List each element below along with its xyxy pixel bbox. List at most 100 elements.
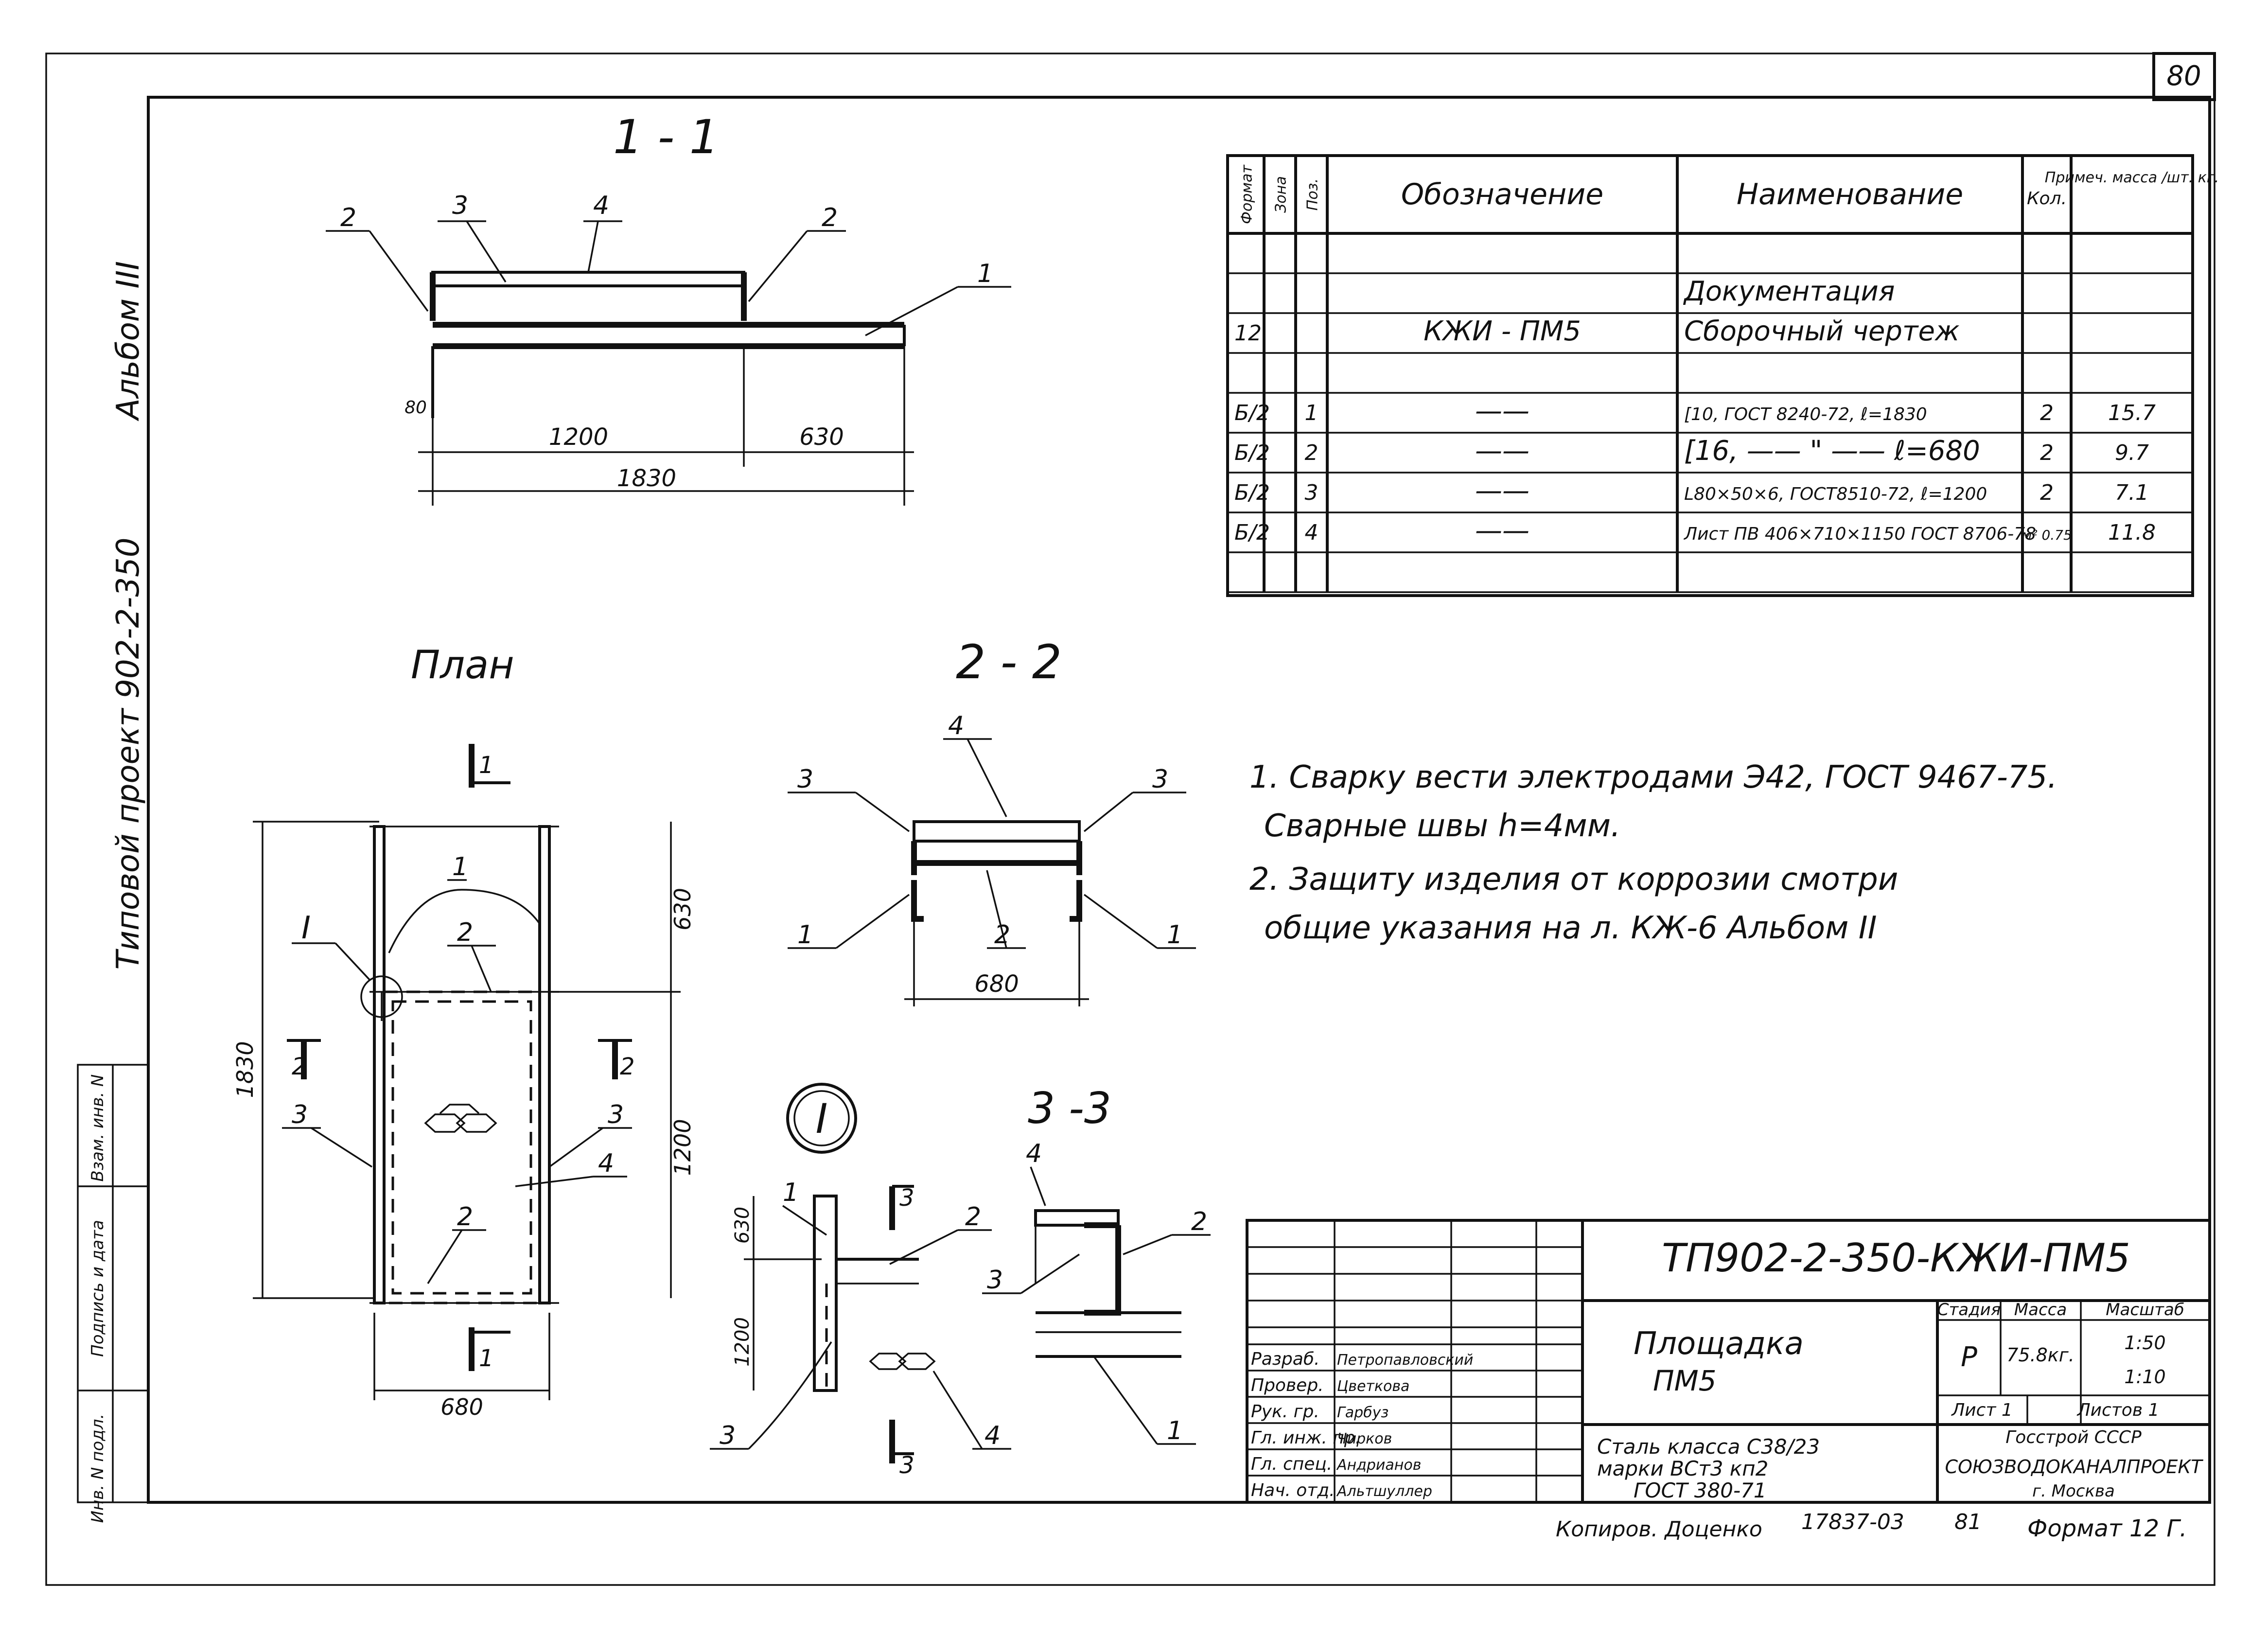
svg-text:2: 2 xyxy=(822,203,838,232)
spec-cell-name: Документация xyxy=(1683,276,1895,307)
svg-text:630: 630 xyxy=(669,888,696,931)
stamp-role: Гл. инж. пр. xyxy=(1251,1428,1361,1448)
svg-text:3: 3 xyxy=(987,1266,1003,1295)
stamp-role: Рук. гр. xyxy=(1251,1402,1319,1422)
spec-header-pos: Поз. xyxy=(1304,178,1321,211)
svg-text:680: 680 xyxy=(440,1394,483,1420)
svg-text:3: 3 xyxy=(292,1100,308,1129)
svg-text:3: 3 xyxy=(720,1421,736,1450)
svg-text:1: 1 xyxy=(479,752,494,779)
svg-text:Стадия: Стадия xyxy=(1937,1300,2001,1320)
side-label-1: Инв. N подл. xyxy=(88,1414,107,1523)
spec-cell-qty: 2 xyxy=(2040,401,2054,425)
svg-text:3: 3 xyxy=(608,1100,624,1129)
node-I-title: I xyxy=(816,1095,828,1143)
svg-text:марки ВСт3 кп2: марки ВСт3 кп2 xyxy=(1597,1457,1768,1480)
svg-text:Листов 1: Листов 1 xyxy=(2076,1400,2160,1420)
plan-title: План xyxy=(411,642,514,687)
stamp-role: Нач. отд. xyxy=(1251,1480,1335,1500)
svg-text:2: 2 xyxy=(1191,1207,1207,1236)
spec-cell-name: L80×50×6, ГОСТ8510-72, ℓ=1200 xyxy=(1684,484,1987,504)
svg-text:1: 1 xyxy=(1167,920,1183,950)
spec-cell-note: 15.7 xyxy=(2108,401,2156,425)
title-block: Разраб.ПетропавловскийПровер.ЦветковаРук… xyxy=(1246,1219,2211,1504)
svg-text:Масштаб: Масштаб xyxy=(2106,1300,2184,1320)
svg-text:4: 4 xyxy=(593,191,609,220)
svg-text:1200: 1200 xyxy=(669,1119,696,1176)
spec-cell-fmt: Б/2 xyxy=(1234,520,1270,545)
svg-text:630: 630 xyxy=(731,1207,754,1244)
svg-text:1: 1 xyxy=(1167,1416,1183,1445)
svg-text:3: 3 xyxy=(899,1184,914,1212)
spec-cell-name: [10, ГОСТ 8240-72, ℓ=1830 xyxy=(1684,405,1927,424)
note-2b: общие указания на л. КЖ-6 Альбом II xyxy=(1264,910,1877,946)
spec-cell-fmt: Б/2 xyxy=(1234,480,1270,505)
spec-cell-pos: 2 xyxy=(1305,440,1319,465)
project-label: Типовой проект 902-2-350 xyxy=(110,538,146,970)
spec-cell-des: —— xyxy=(1475,475,1530,507)
svg-text:3: 3 xyxy=(899,1452,914,1479)
spec-cell-name: [16, —— " —— ℓ=680 xyxy=(1684,435,1980,467)
spec-header-zone: Зона xyxy=(1273,176,1290,213)
svg-text:Р: Р xyxy=(1961,1341,1977,1373)
svg-text:2: 2 xyxy=(965,1202,981,1232)
svg-text:1830: 1830 xyxy=(617,465,676,492)
footer-inv: 17837-03 xyxy=(1801,1510,1904,1534)
spec-header-note: Примеч. масса /шт. кг. xyxy=(2045,169,2219,186)
svg-text:4: 4 xyxy=(1026,1139,1042,1168)
svg-text:2: 2 xyxy=(340,203,356,232)
general-notes: 1. Сварку вести электродами Э42, ГОСТ 94… xyxy=(1249,759,2057,946)
svg-text:СОЮЗВОДОКАНАЛПРОЕКТ: СОЮЗВОДОКАНАЛПРОЕКТ xyxy=(1945,1456,2203,1478)
sheet-number: 80 xyxy=(2166,60,2201,92)
spec-cell-pos: 1 xyxy=(1305,401,1319,425)
svg-text:I: I xyxy=(301,910,311,946)
stamp-role: Провер. xyxy=(1251,1375,1324,1395)
spec-cell-fmt: 12 xyxy=(1234,321,1262,346)
svg-text:4: 4 xyxy=(948,711,964,740)
spec-cell-note: 7.1 xyxy=(2115,480,2149,505)
stamp-name: Альтшуллер xyxy=(1336,1483,1432,1500)
spec-cell-note: 9.7 xyxy=(2115,440,2149,465)
spec-cell-name: Лист ПВ 406×710×1150 ГОСТ 8706-78 xyxy=(1683,524,2036,544)
spec-cell-des: КЖИ - ПМ5 xyxy=(1424,316,1581,347)
svg-text:Масса: Масса xyxy=(2014,1300,2067,1320)
section-3-3: 3 -3 4 2 3 1 xyxy=(982,1083,1211,1445)
side-label-2: Подпись и дата xyxy=(88,1220,107,1357)
section-1-1-title: 1 - 1 xyxy=(613,110,719,164)
spec-cell-qty: 2 xyxy=(2040,440,2054,465)
svg-text:1:50: 1:50 xyxy=(2124,1332,2165,1354)
svg-text:1:10: 1:10 xyxy=(2124,1366,2165,1388)
svg-text:680: 680 xyxy=(974,970,1019,998)
album-label: Альбом III xyxy=(110,261,146,422)
spec-header-name: Наименование xyxy=(1737,177,1963,211)
svg-text:Сталь класса С38/23: Сталь класса С38/23 xyxy=(1597,1435,1820,1459)
spec-header-des: Обозначение xyxy=(1401,177,1603,211)
svg-text:г. Москва: г. Москва xyxy=(2032,1481,2115,1501)
svg-text:Лист 1: Лист 1 xyxy=(1951,1400,2013,1420)
spec-cell-des: —— xyxy=(1475,395,1530,427)
svg-text:3: 3 xyxy=(452,191,468,220)
svg-text:4: 4 xyxy=(598,1149,614,1178)
svg-text:ГОСТ 380-71: ГОСТ 380-71 xyxy=(1634,1479,1767,1502)
part-title: Площадка xyxy=(1634,1326,1804,1362)
section-2-2: 2 - 2 680 4 3 3 1 2 1 xyxy=(788,635,1196,1006)
svg-text:4: 4 xyxy=(985,1421,1001,1450)
svg-text:1830: 1830 xyxy=(232,1041,258,1098)
spec-cell-pos: 4 xyxy=(1305,520,1319,545)
svg-text:1: 1 xyxy=(783,1178,799,1207)
footer-copied: Копиров. Доценко xyxy=(1556,1517,1762,1542)
note-2: 2. Защиту изделия от коррозии смотри xyxy=(1249,862,1898,898)
stamp-name: Чирков xyxy=(1337,1430,1392,1447)
svg-text:Госстрой СССР: Госстрой СССР xyxy=(2005,1427,2142,1447)
svg-text:2: 2 xyxy=(457,918,473,947)
svg-text:3: 3 xyxy=(797,765,813,794)
svg-text:2: 2 xyxy=(994,920,1010,950)
svg-text:1: 1 xyxy=(479,1345,494,1372)
inner-frame xyxy=(147,96,2211,1504)
svg-text:1200: 1200 xyxy=(549,423,608,451)
stamp-role: Гл. спец. xyxy=(1251,1454,1332,1474)
spec-cell-fmt: Б/2 xyxy=(1234,401,1270,425)
spec-cell-fmt: Б/2 xyxy=(1234,440,1270,465)
document-code: ТП902-2-350-КЖИ-ПМ5 xyxy=(1662,1235,2130,1281)
